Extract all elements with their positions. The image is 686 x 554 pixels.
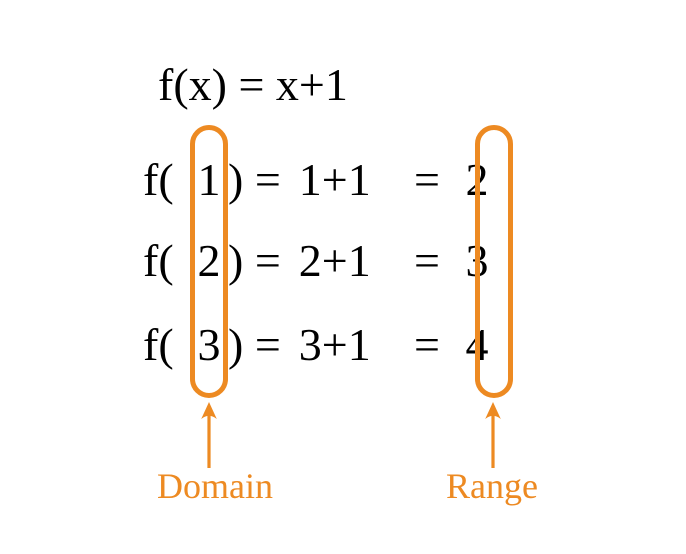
row-expression: 1+1 (298, 154, 371, 205)
range-label: Range (446, 466, 538, 506)
evaluation-row: f( 1 ) =1+1 = 2 (143, 157, 496, 203)
row-equals: = (414, 235, 440, 286)
row-close-and-expression: ) = 3+1 (228, 322, 414, 368)
domain-highlight-box (190, 125, 228, 398)
row-argument-value: 2 (197, 235, 221, 286)
row-f-open: f( (143, 319, 174, 370)
domain-arrow-up-icon (201, 402, 217, 468)
row-f-open: f( (143, 154, 174, 205)
row-close-and-expression: ) = 1+1 (228, 157, 414, 203)
row-argument-value: 1 (197, 154, 221, 205)
row-expression: 2+1 (298, 235, 371, 286)
domain-label: Domain (157, 466, 273, 506)
row-f-close: ) = (228, 319, 281, 370)
row-close-and-expression: ) = 2+1 (228, 238, 414, 284)
row-argument-value: 3 (197, 319, 221, 370)
row-expression: 3+1 (298, 319, 371, 370)
range-arrow-up-icon (485, 402, 501, 468)
row-f-close: ) = (228, 235, 281, 286)
row-equals: = (414, 319, 440, 370)
row-equals: = (414, 154, 440, 205)
range-highlight-box (475, 125, 513, 398)
row-f-open: f( (143, 235, 174, 286)
row-f-close: ) = (228, 154, 281, 205)
evaluation-row: f( 2 ) =2+1 = 3 (143, 238, 496, 284)
function-definition: f(x) = x+1 (158, 59, 348, 110)
